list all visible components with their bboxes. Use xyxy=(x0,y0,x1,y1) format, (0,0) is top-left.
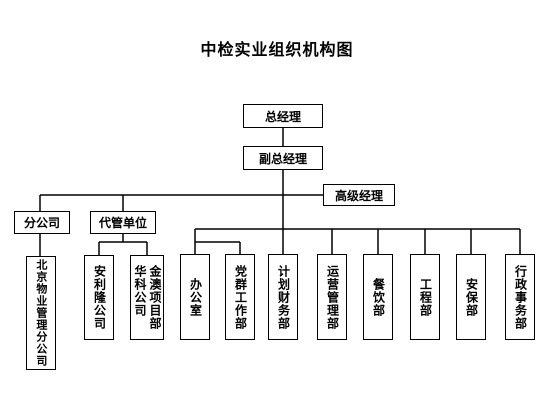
node-label: 高级经理 xyxy=(334,188,383,203)
node-finance: 计划财务部 xyxy=(268,254,298,340)
node-anlilong: 安利隆公司 xyxy=(84,255,114,340)
chart-title: 中检实业组织机构图 xyxy=(200,40,354,59)
node-label: 总经理 xyxy=(264,109,301,124)
node-label: 代管单位 xyxy=(98,216,147,230)
node-label: 运营管理部 xyxy=(325,264,340,330)
node-jinao-huake: 金澳项目部 华科公司 xyxy=(130,255,164,340)
node-agency-unit: 代管单位 xyxy=(90,211,156,234)
node-label: 行政事务部 xyxy=(513,264,528,330)
node-deputy-gm: 副总经理 xyxy=(243,146,323,170)
node-label: 分公司 xyxy=(23,216,60,230)
node-label: 办公室 xyxy=(188,277,203,317)
node-label: 安保部 xyxy=(464,277,479,317)
node-senior-manager: 高级经理 xyxy=(323,184,395,206)
node-operations: 运营管理部 xyxy=(317,254,347,340)
node-beijing-property: 北京物业管理分公司 xyxy=(26,256,56,370)
node-label: 工程部 xyxy=(418,277,433,317)
node-catering: 餐饮部 xyxy=(363,254,393,340)
node-engineering: 工程部 xyxy=(410,254,440,340)
node-label: 安利隆公司 xyxy=(92,265,107,330)
node-admin-affairs: 行政事务部 xyxy=(505,254,535,340)
node-branch: 分公司 xyxy=(14,211,70,234)
node-label: 副总经理 xyxy=(258,151,307,166)
node-security: 安保部 xyxy=(456,254,486,340)
node-label: 计划财务部 xyxy=(276,264,291,330)
node-label: 党群工作部 xyxy=(233,264,248,330)
node-label: 北京物业管理分公司 xyxy=(34,259,48,367)
node-office: 办公室 xyxy=(180,254,210,340)
node-label: 餐饮部 xyxy=(371,277,386,317)
node-party-work: 党群工作部 xyxy=(225,254,255,340)
node-general-manager: 总经理 xyxy=(243,104,323,128)
node-label: 金澳项目部 华科公司 xyxy=(133,265,162,330)
